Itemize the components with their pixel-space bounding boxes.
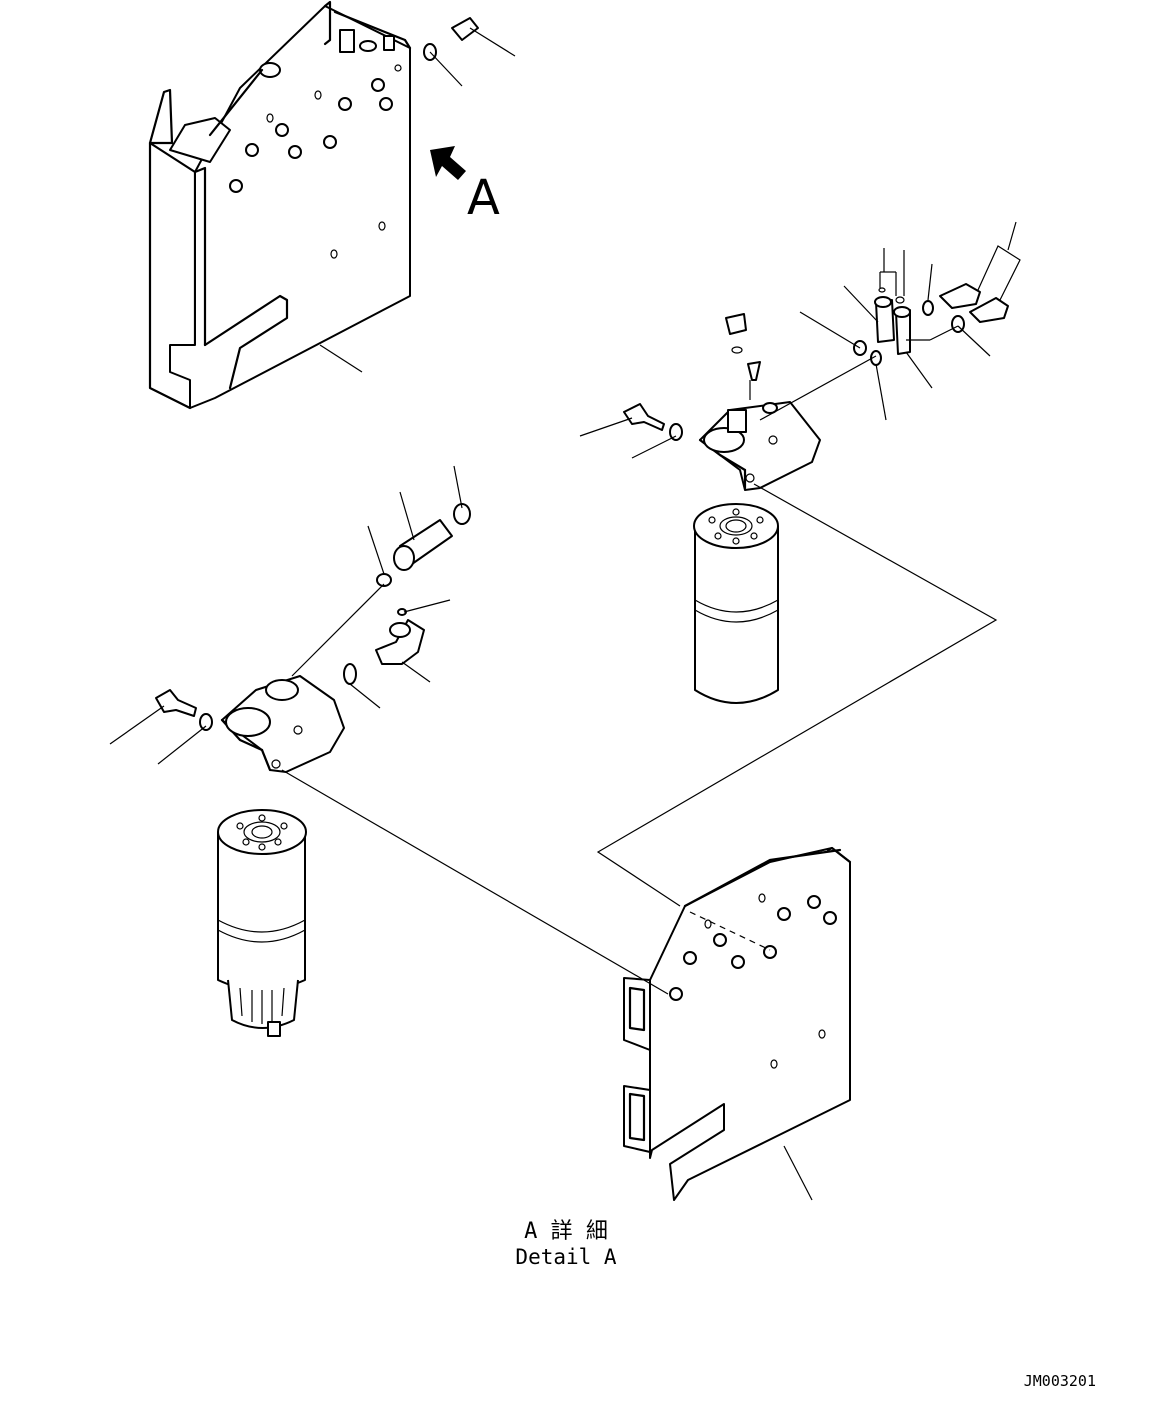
drawing-number: JM003201	[1024, 1372, 1096, 1390]
view-label: A	[467, 170, 500, 226]
filter-element-right	[693, 503, 779, 704]
filter-head-right	[579, 221, 1021, 491]
relation-lines	[281, 483, 998, 995]
view-arrow-a: A	[430, 146, 500, 226]
filter-head-left	[109, 465, 471, 773]
bracket-overview	[148, 0, 516, 410]
filter-element-left	[217, 809, 307, 1037]
bracket-detail-a	[623, 846, 852, 1201]
detail-caption-en: Detail A	[515, 1245, 617, 1269]
detail-caption-jp: A 詳 細	[524, 1219, 608, 1244]
